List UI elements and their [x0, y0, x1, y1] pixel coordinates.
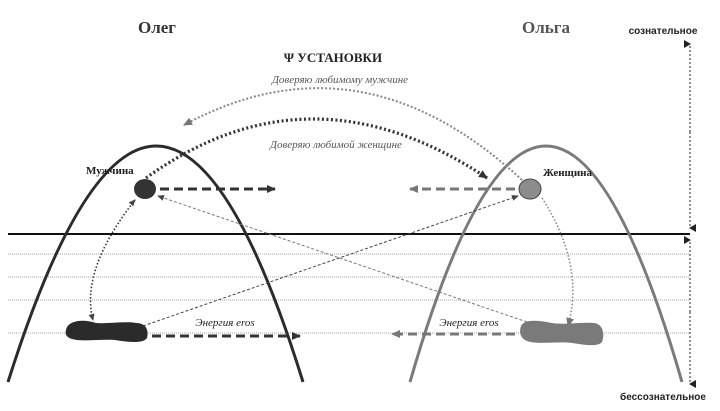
- woman-node: [518, 178, 542, 200]
- conscious-axis-label: сознательное: [629, 26, 698, 37]
- man-vertical-link: [88, 199, 136, 321]
- trust-woman-label: Доверяю любимой женщине: [269, 139, 402, 151]
- left-person-name: Олег: [138, 18, 176, 37]
- man-unconscious-shape: [65, 320, 148, 342]
- left-shape-to-woman-arrow: [142, 195, 519, 327]
- left-energy-label: Энергия eros: [195, 317, 254, 329]
- left-person-arc: [6, 144, 305, 383]
- trust-man-arc: [183, 87, 523, 181]
- man-vertical-link-up: [128, 199, 136, 207]
- trust-man-label: Доверяю любимому мужчине: [271, 74, 408, 86]
- man-node: [134, 179, 156, 199]
- man-node-label: Мужчина: [86, 165, 134, 177]
- right-person-name: Ольга: [522, 18, 570, 37]
- woman-unconscious-shape: [520, 320, 604, 346]
- diagram-title: Ψ УСТАНОВКИ: [284, 50, 382, 65]
- right-energy-label: Энергия eros: [439, 317, 498, 329]
- trust-woman-arc: [145, 117, 488, 180]
- woman-vertical-link: [541, 197, 574, 327]
- right-person-arc: [408, 144, 684, 383]
- unconscious-axis-label: бессознательное: [620, 391, 706, 403]
- woman-node-label: Женщина: [543, 167, 593, 179]
